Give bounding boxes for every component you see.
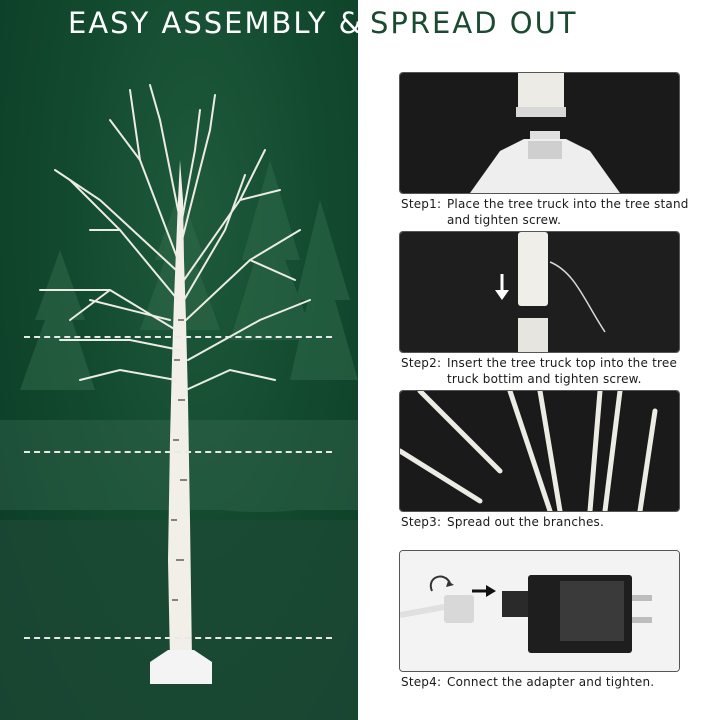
title-part-1: EASY ASSEMBLY & — [68, 6, 364, 40]
step-text: Place the tree truck into the tree stand — [447, 197, 689, 211]
step2-photo — [399, 231, 680, 353]
rotate-arrow-icon — [429, 575, 454, 592]
step-number: Step1: — [401, 197, 442, 211]
step-text: truck bottim and tighten screw. — [447, 372, 642, 386]
tree-illustration — [0, 84, 358, 720]
step4-photo — [399, 550, 680, 672]
step3-photo — [399, 390, 680, 512]
step-number: Step2: — [401, 356, 442, 370]
step3-caption: Step3: Spread out the branches. — [401, 514, 701, 530]
step4-caption: Step4: Connect the adapter and tighten. — [401, 674, 701, 690]
left-tree-panel — [0, 0, 358, 720]
height-marker-line — [24, 451, 332, 453]
step-text: and tighten screw. — [447, 213, 562, 227]
step-number: Step4: — [401, 675, 442, 689]
step2-caption: Step2: Insert the tree truck top into the… — [401, 355, 701, 387]
height-marker-line — [24, 336, 332, 338]
down-arrow-icon — [495, 274, 509, 300]
step-text: Connect the adapter and tighten. — [447, 675, 655, 689]
page-title: EASY ASSEMBLY & SPREAD OUT — [0, 6, 720, 42]
title-part-2: SPREAD OUT — [370, 6, 578, 40]
step-text: Spread out the branches. — [447, 515, 605, 529]
step-text: Insert the tree truck top into the tree — [447, 356, 678, 370]
step-number: Step3: — [401, 515, 442, 529]
step1-caption: Step1: Place the tree truck into the tree… — [401, 196, 701, 228]
height-marker-line — [24, 637, 332, 639]
right-arrow-icon — [472, 585, 496, 597]
step1-photo — [399, 72, 680, 194]
